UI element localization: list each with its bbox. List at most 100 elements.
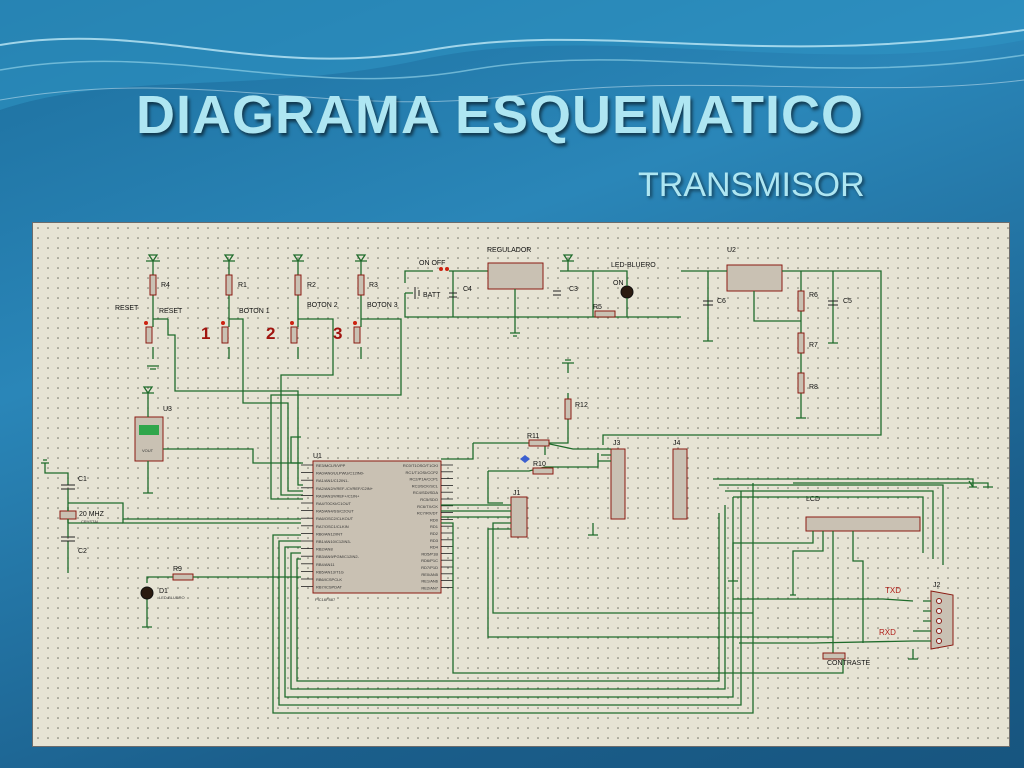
label-contraste: CONTRASTE: [827, 660, 871, 667]
u1-pin-label: RB4/AN11: [316, 562, 335, 567]
background-waves: [0, 0, 1024, 110]
button-3-circuit: R3 BOTON 3 3: [270, 254, 402, 500]
label-u2: U2: [727, 247, 736, 254]
label-txd: TXD: [885, 586, 901, 595]
reset-circuit: R4 RESET RESET: [115, 254, 303, 486]
u1-right-pins: RC0/T1OSO/T1CKIRC1/T1OSI/CCP2RC2/P1A/CCP…: [403, 463, 453, 590]
label-j1: J1: [513, 490, 521, 497]
u1-pin-label: RA2/AN2/VREF-/CVREF/C2IN+: [316, 486, 374, 491]
header-j1: J1: [441, 490, 833, 638]
sensor-u3: U3 VOUT: [134, 386, 301, 494]
u1-pin-label: RB2/AN8: [316, 547, 333, 552]
bus-wires: [272, 436, 844, 714]
u1-pin-label: RD4: [430, 545, 439, 550]
label-on: ON: [613, 280, 624, 287]
u1-pin-label: RD1: [430, 524, 439, 529]
button-2-circuit: R2 BOTON 2 2: [266, 254, 338, 496]
u1-pin-label: RA7/OSC1/CLKIN: [316, 524, 349, 529]
label-u1: U1: [313, 453, 322, 460]
u1-pin-label: RA3/AN3/VREF+/C1IN+: [316, 493, 360, 498]
label-r5: R5: [593, 304, 602, 311]
u1-pin-label: RE1/AN6: [421, 579, 438, 584]
serial-connector-j2: TXD RXD J2 CONTRASTE: [733, 582, 954, 667]
label-j4: J4: [673, 440, 681, 447]
u1-pin-label: RA6/OSC2/CLKOUT: [316, 516, 354, 521]
u1-pin-label: RB1/AN10/C12IN3-: [316, 539, 352, 544]
label-rxd: RXD: [879, 628, 896, 637]
u1-pin-label: RD0: [430, 517, 439, 522]
label-crystal: 20 MHZ: [79, 511, 105, 518]
u1-pin-label: RB0/AN12/INT: [316, 531, 343, 536]
label-r7: R7: [809, 342, 818, 349]
led-d1-circuit: R9 D1 LED-BLUERO: [140, 566, 301, 628]
label-c4: C4: [463, 286, 472, 293]
label-lcd: LCD: [806, 496, 820, 503]
slide-title: DIAGRAMA ESQUEMATICO: [136, 85, 864, 145]
label-c5: C5: [843, 298, 852, 305]
label-num2: 2: [266, 324, 275, 343]
label-d1: D1: [159, 588, 168, 595]
label-r2: R2: [307, 282, 316, 289]
label-r11: R11: [527, 433, 539, 440]
label-j2: J2: [933, 582, 941, 589]
button-1-circuit: R1 BOTON 1 1: [201, 254, 303, 492]
u1-pin-label: RA4/T0CKI/C1OUT: [316, 501, 351, 506]
label-r10: R10: [533, 461, 546, 468]
label-c2: C2: [78, 548, 87, 555]
u1-pin-label: RD5/P1B: [421, 551, 438, 556]
headers-j3-j4: R12 R11 R10 J3 J4: [473, 359, 688, 536]
label-num3: 3: [333, 324, 342, 343]
label-r8: R8: [809, 384, 818, 391]
label-reset-right: RESET: [159, 308, 183, 315]
label-num1: 1: [201, 324, 210, 343]
label-crystal-part: CRYSTAL: [81, 519, 100, 524]
u1-pin-label: RC4/SDI/SDA: [413, 490, 438, 495]
u1-pin-label: RC5/SDO: [420, 497, 438, 502]
u1-pin-label: RD7/P1D: [421, 565, 438, 570]
label-reset-left: RESET: [115, 305, 139, 312]
label-j3: J3: [613, 440, 621, 447]
u1-pin-label: RC1/T1OSI/CCP2: [406, 470, 439, 475]
label-led-top: LED-BLUERO: [611, 262, 656, 269]
u1-pin-label: RA5/AN4/SS/C2OUT: [316, 509, 354, 514]
label-boton1: BOTON 1: [239, 308, 270, 315]
microcontroller-u1: U1 RE3/MCLR/VPPRA0/AN0/ULPWU/C12IN0-RA1/…: [301, 453, 453, 602]
label-regulador: REGULADOR: [487, 247, 531, 254]
label-r3: R3: [369, 282, 378, 289]
u1-pin-label: RB5/AN13/T1G: [316, 569, 344, 574]
u1-pin-label: RE2/AN7: [421, 585, 438, 590]
label-boton2: BOTON 2: [307, 302, 338, 309]
u1-pin-label: RD2: [430, 531, 439, 536]
u1-pin-label: RC2/P1A/CCP1: [410, 477, 439, 482]
u1-pin-label: RA0/AN0/ULPWU/C12IN0-: [316, 471, 365, 476]
regulator-u2: U2 C6 R6 C5 R7 R8: [602, 247, 882, 445]
u1-pin-label: RE3/MCLR/VPP: [316, 463, 346, 468]
label-r12: R12: [575, 402, 588, 409]
label-u3: U3: [163, 406, 172, 413]
schematic-canvas: R4 RESET RESET R1 BOTON 1 1 R2 BOTON 2 2…: [32, 222, 1010, 747]
power-supply: ON OFF BATT C4 REGULADOR C3 LED-BLUERO O…: [404, 247, 681, 337]
slide-subtitle: TRANSMISOR: [638, 166, 865, 204]
u1-pin-label: RE0/AN5: [421, 572, 438, 577]
label-onoff: ON OFF: [419, 260, 445, 267]
label-c3: C3: [569, 286, 578, 293]
u1-pin-label: RC6/TX/CK: [417, 504, 438, 509]
lcd-display: LCD: [713, 478, 993, 653]
label-c6: C6: [717, 298, 726, 305]
label-batt: BATT: [423, 292, 441, 299]
oscillator-circuit: C1 20 MHZ CRYSTAL C2: [41, 459, 301, 573]
label-d1-part: LED-BLUERO: [159, 595, 185, 600]
label-u3-vout: VOUT: [142, 448, 154, 453]
label-boton3: BOTON 3: [367, 302, 398, 309]
label-r9: R9: [173, 566, 182, 573]
u1-pin-label: RB3/AN9/PGM/C12IN2-: [316, 554, 360, 559]
label-r6: R6: [809, 292, 818, 299]
u1-pin-label: RC7/RX/DT: [417, 511, 439, 516]
label-r1: R1: [238, 282, 247, 289]
u1-pin-label: RD3: [430, 538, 439, 543]
label-pic: PIC16F887: [315, 597, 336, 602]
u1-pin-label: RB6/ICSPCLK: [316, 577, 342, 582]
u1-pin-label: RD6/P1C: [421, 558, 438, 563]
u1-pin-label: RC3/SCK/SCL: [412, 483, 439, 488]
u1-left-pins: RE3/MCLR/VPPRA0/AN0/ULPWU/C12IN0-RA1/AN1…: [301, 463, 374, 590]
